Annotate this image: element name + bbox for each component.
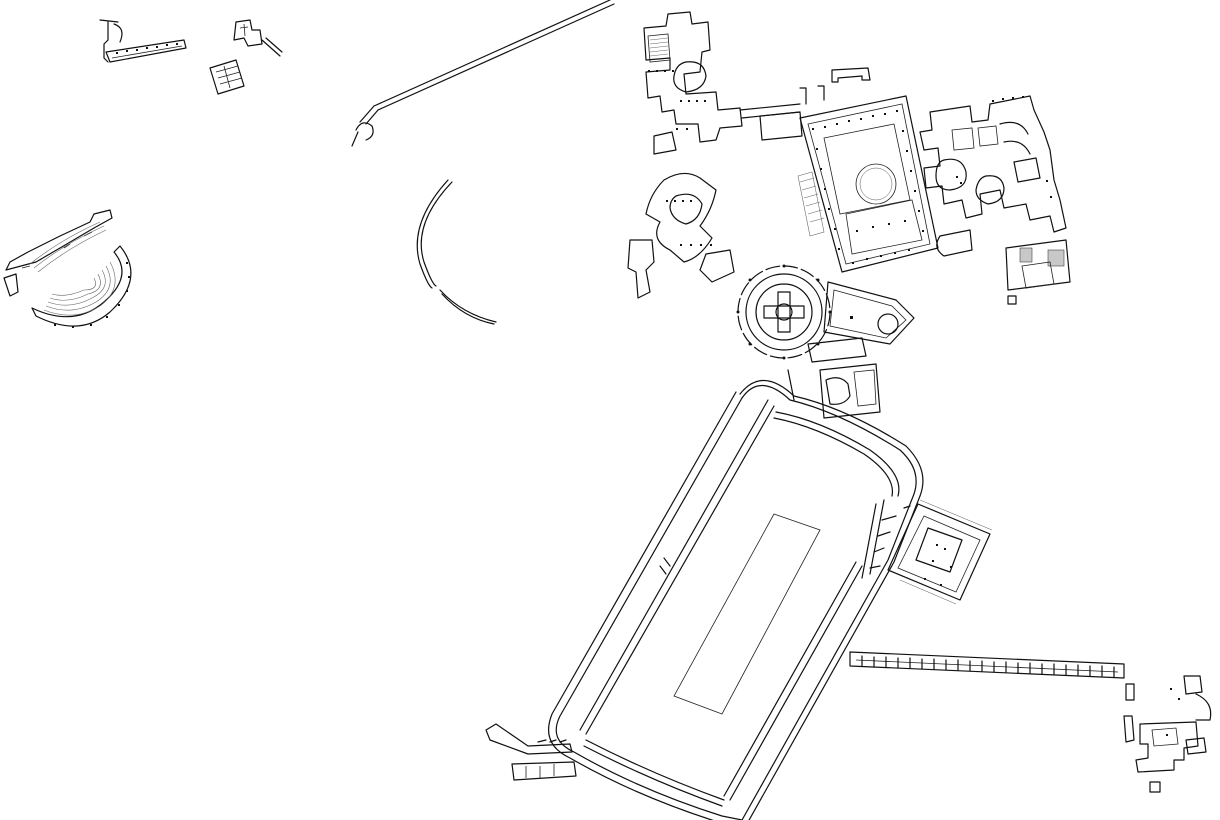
southeast-villa: [1123, 675, 1212, 793]
long-wall: [351, 0, 615, 147]
north-small-structures: [209, 19, 283, 95]
exedra: [416, 179, 497, 325]
temple-courtyard: [787, 281, 915, 419]
northwest-building: [99, 19, 187, 63]
east-compound: [887, 499, 993, 605]
peristyle-columns: [812, 110, 924, 264]
circus: [548, 379, 924, 820]
main-palace: [627, 11, 1071, 305]
portico: [849, 651, 1125, 679]
theatre: [3, 209, 132, 328]
mausoleum: [736, 264, 832, 360]
circus-entrance: [485, 723, 577, 781]
